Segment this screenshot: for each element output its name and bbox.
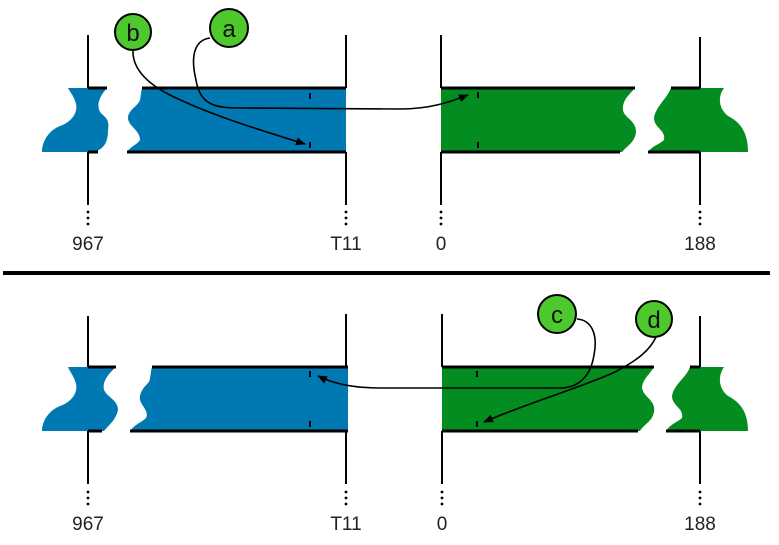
arrow-b: [132, 49, 306, 146]
arrow-a: [192, 37, 469, 110]
green-fragment-right: [648, 88, 748, 152]
blue-fragment-left: [42, 88, 109, 152]
arrow-c: [317, 318, 596, 389]
axis-label: 188: [684, 514, 716, 535]
axis-label: 188: [684, 234, 716, 255]
arrow-d: [483, 336, 657, 423]
green-bar-top: [441, 88, 636, 152]
badge-a: a: [209, 8, 249, 48]
badge-c: c: [537, 294, 577, 334]
panel-divider: [3, 271, 770, 275]
blue-fragment-left: [42, 367, 118, 431]
badge-d: d: [635, 300, 673, 338]
badge-label: b: [126, 20, 139, 47]
blue-bar-top: [127, 88, 346, 152]
badge-label: d: [647, 307, 660, 334]
badge-label: a: [222, 16, 236, 43]
axis-label: 0: [437, 514, 448, 535]
ellipsis-dots: [86, 490, 702, 506]
axis-label: 967: [72, 234, 104, 255]
axis-label: T11: [330, 514, 361, 535]
axis-label: 0: [436, 234, 447, 255]
ellipsis-dots: [86, 210, 702, 226]
blue-bar-bottom: [130, 367, 348, 431]
panel-bottom: c d 967 T11 0 188: [42, 294, 748, 535]
green-bar-bottom: [442, 367, 655, 431]
badge-label: c: [551, 302, 563, 329]
axis-label: T11: [330, 234, 361, 255]
axis-label: 967: [72, 514, 104, 535]
panel-top: b a 967 T11 0 188: [42, 8, 748, 255]
green-fragment-right: [666, 367, 748, 431]
badge-b: b: [114, 13, 152, 51]
